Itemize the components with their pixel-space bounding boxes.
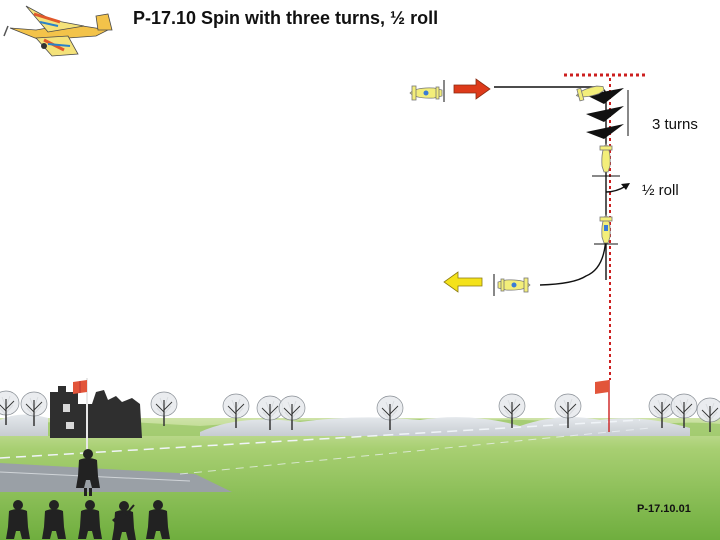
airplane-descent-icon — [599, 143, 613, 173]
pilot-icon — [76, 449, 100, 496]
airplane-entry-icon — [409, 85, 443, 101]
figure-code: P-17.10.01 — [637, 503, 691, 515]
turns-label: 3 turns — [652, 116, 698, 133]
castle-ruin-icon — [50, 386, 142, 438]
roll-label: ½ roll — [642, 182, 679, 199]
flag-icon — [73, 378, 88, 456]
airplane-roll-icon — [599, 214, 613, 244]
judge-icon — [6, 500, 170, 540]
roll-arrow-icon — [605, 183, 630, 193]
flag-icon — [595, 380, 610, 432]
airplane-logo-icon — [3, 5, 113, 57]
airplane-top-icon — [575, 85, 605, 102]
entry-arrow-icon — [453, 78, 491, 100]
airplane-exit-icon — [497, 277, 531, 293]
field-line — [0, 419, 641, 459]
spin-turns-icon — [586, 88, 624, 139]
page-title: P-17.10 Spin with three turns, ½ roll — [133, 8, 439, 28]
exit-arrow-icon — [443, 271, 483, 293]
